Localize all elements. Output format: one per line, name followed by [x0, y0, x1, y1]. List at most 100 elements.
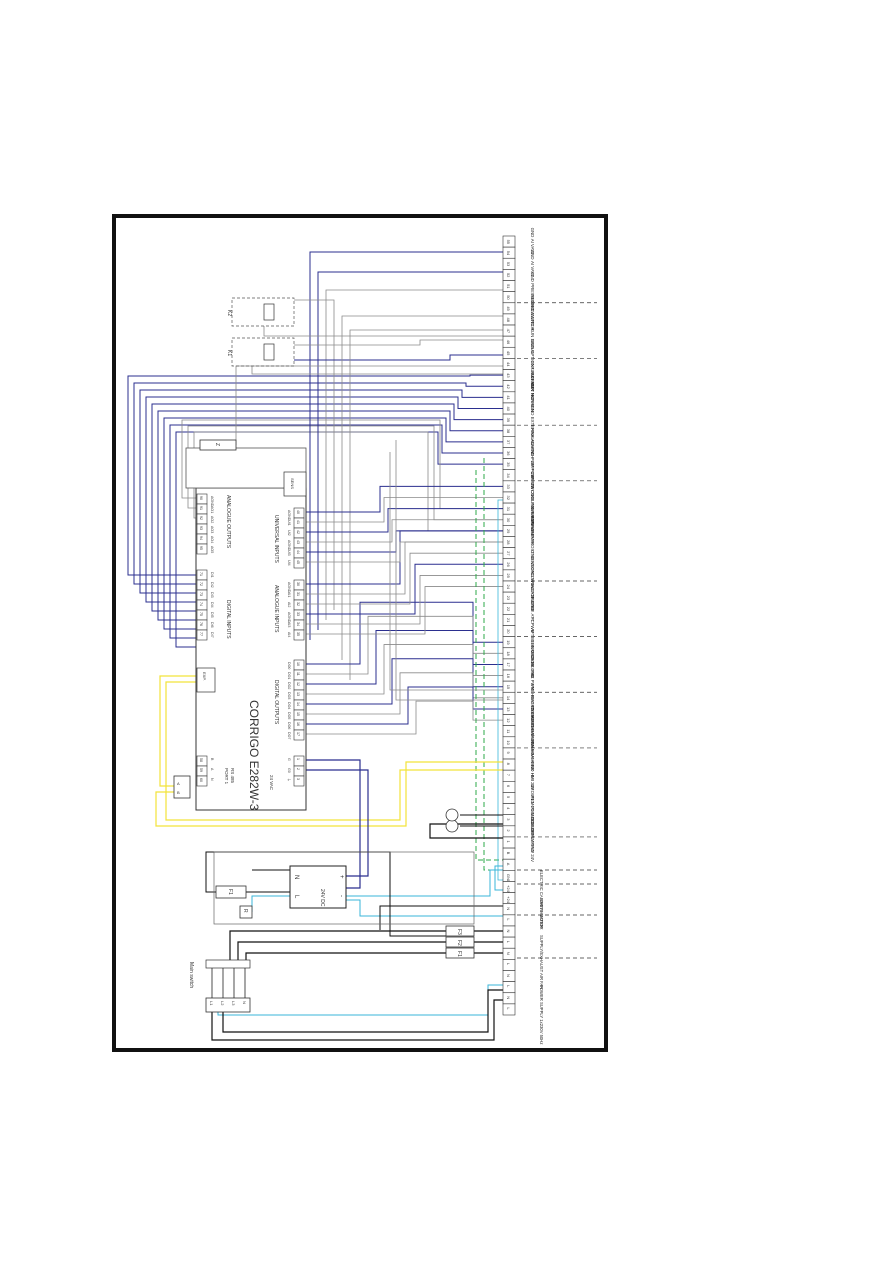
relay-k1-label: K1	[226, 350, 232, 356]
controller-terminal-label: G0	[287, 768, 291, 773]
controller-terminal-number: 13	[296, 692, 300, 696]
wires	[127, 251, 503, 1041]
strip-terminal-number: 19	[506, 640, 511, 645]
wire	[169, 424, 503, 639]
controller-terminal	[293, 557, 305, 569]
strip-label: DC SUPPLY 24V	[530, 829, 535, 863]
controller-terminal-label: AI2	[287, 602, 291, 607]
strip-terminal-number: 31	[506, 507, 511, 512]
wire	[304, 759, 361, 889]
controller-terminal-number: 33	[296, 612, 300, 616]
strip-terminal-number: 22	[506, 607, 511, 612]
wire	[304, 508, 503, 533]
strip-label: P1 MODBUS A	[530, 806, 535, 836]
controller-terminal-number: 1	[296, 758, 300, 760]
strip-terminal-number: GND	[506, 874, 511, 883]
strip-terminal-number: 54	[506, 251, 511, 256]
wire	[341, 315, 503, 660]
controller-terminal-label: DI6	[210, 622, 214, 628]
controller-terminal-label: DO4	[287, 702, 291, 709]
strip-terminal	[502, 1003, 516, 1016]
strip-label: GND	[530, 317, 535, 327]
strip-group-label: ELECTRIC CABINET HEATER	[539, 870, 544, 928]
controller-terminal-number: 44	[296, 550, 300, 554]
strip-terminal-number: 47	[506, 329, 511, 334]
strip-label: FIRE ALARM	[530, 428, 535, 454]
strip-label: GND	[530, 650, 535, 660]
strip-label: EXT RUN MAX	[530, 361, 535, 391]
strip-terminal-number: 25	[506, 573, 511, 578]
controller-terminal-label: N	[210, 778, 214, 781]
wire	[151, 403, 503, 612]
fan-fuse-f2	[445, 936, 475, 948]
rs485-b-label: B	[177, 790, 180, 795]
wire	[133, 382, 503, 585]
strip-terminal-number: 33	[506, 484, 511, 489]
strip-terminal-number: L	[506, 918, 511, 921]
controller-title: CORRIGO E282W-3	[247, 700, 261, 811]
strip-terminal-number: 13	[506, 707, 511, 712]
strip-terminal-number: 3	[506, 818, 511, 821]
section-universal-inputs: UNIVERSAL INPUTS	[273, 515, 279, 564]
strip-terminal-number: 34	[506, 473, 511, 478]
wire	[304, 552, 503, 605]
strip-label: L PUMP CW	[530, 472, 535, 497]
strip-terminal-number: 44	[506, 362, 511, 367]
controller-terminal-label: DI4	[210, 602, 214, 608]
strip-terminal-number: 17	[506, 662, 511, 667]
modbus-connector-1	[445, 819, 459, 833]
strip-label: +C	[530, 394, 535, 400]
controller-terminal-number: 43	[296, 540, 300, 544]
strip-terminal-number: N	[506, 996, 511, 999]
controller-terminal-number: 15	[296, 712, 300, 716]
wire	[222, 989, 503, 1033]
strip-label: GROUND	[530, 784, 535, 804]
controller-terminal-label: UI1	[287, 520, 291, 526]
wire	[304, 575, 503, 625]
strip-label: REGRD. SWITCH	[530, 294, 535, 330]
controller-terminal-number: 75	[199, 612, 203, 616]
main-switch-terminal-label: L1	[209, 1001, 214, 1006]
strip-terminal-number: 15	[506, 685, 511, 690]
wire	[346, 899, 503, 917]
wire	[211, 999, 503, 1041]
rs485-connector	[173, 775, 191, 799]
strip-terminal-number: 28	[506, 540, 511, 545]
strip-terminal-number: L	[506, 963, 511, 966]
strip-label: CONTACTOR GND	[530, 573, 535, 611]
controller-terminal-label: AI1	[287, 592, 291, 597]
controller-terminal-number: 3	[296, 778, 300, 780]
power-supply: 24V DC N L + - F1 R	[213, 851, 475, 925]
psu-minus-label: -	[338, 895, 344, 897]
strip-terminal-number: 42	[506, 384, 511, 389]
wire	[304, 485, 503, 513]
strip-group-label: SUPPLY/EXHAUST AIR FAN	[539, 935, 544, 989]
strip-label: +C	[530, 673, 535, 679]
controller-terminal-label: AO1	[210, 506, 214, 513]
strip-label: GND	[530, 717, 535, 727]
controller-terminal-label: DI7	[210, 632, 214, 638]
controller-body	[195, 487, 307, 811]
strip-terminal-number: 5	[506, 796, 511, 799]
section-analogue-outputs: ANALOGUE OUTPUTS	[225, 495, 231, 549]
controller-terminal-number: 41	[296, 520, 300, 524]
strip-label: EXTERNAL SWITCH	[530, 417, 535, 459]
strip-label: GND	[530, 250, 535, 260]
wire	[139, 389, 503, 594]
wire	[494, 865, 503, 891]
wire	[229, 930, 446, 960]
controller-terminal-number: 12	[296, 682, 300, 686]
controller-terminal-label: UI2	[287, 530, 291, 536]
controller-terminal-label: DO5	[287, 712, 291, 719]
controller-terminal-number: 17	[296, 732, 300, 736]
controller-terminal-number: 90	[199, 496, 203, 500]
controller-terminal-label: DO7	[287, 732, 291, 739]
strip-group-label: POWER SUPPLY 1x230V 50Hz	[539, 985, 544, 1044]
strip-terminal-number: 4	[506, 807, 511, 810]
strip-label: +C	[530, 305, 535, 311]
wire	[304, 601, 503, 665]
controller-terminal-label: UI4	[287, 560, 291, 566]
controller-terminal-label: AO4	[210, 536, 214, 543]
wire	[294, 354, 503, 361]
wire	[304, 497, 503, 523]
